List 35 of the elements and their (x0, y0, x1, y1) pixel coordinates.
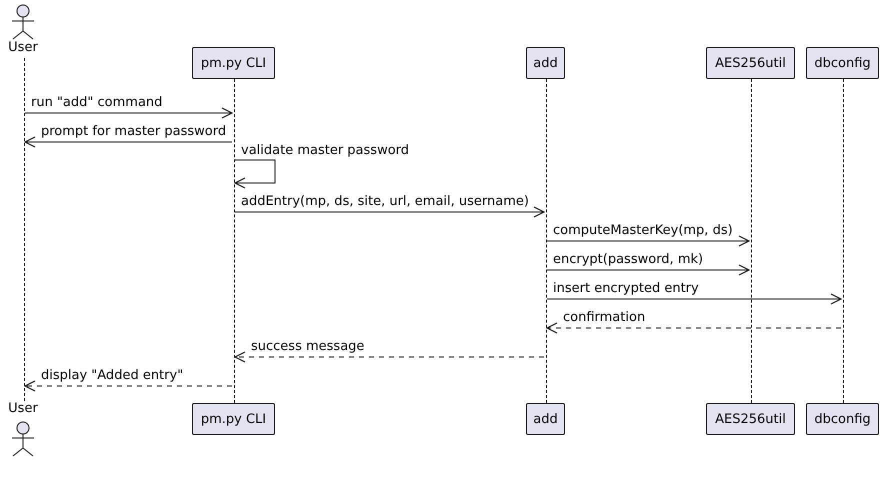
participant-box: dbconfig (806, 403, 879, 435)
participant-box: add (526, 47, 565, 79)
lifeline (24, 58, 25, 401)
message-arrow (234, 160, 276, 189)
message-label: display "Added entry" (41, 368, 184, 383)
actor-label: User (7, 40, 39, 55)
message-arrow (234, 206, 545, 218)
message-arrow (546, 235, 750, 247)
participant-box: pm.py CLI (192, 403, 275, 435)
message-arrow (24, 107, 233, 119)
participant-box: AES256util (706, 403, 795, 435)
message-label: computeMasterKey(mp, ds) (553, 223, 733, 238)
message-label: addEntry(mp, ds, site, url, email, username) (241, 194, 529, 209)
message-label: prompt for master password (41, 124, 226, 139)
message-arrow (546, 264, 750, 276)
participant-box: AES256util (706, 47, 795, 79)
message-label: run "add" command (31, 95, 162, 110)
participant-box: dbconfig (806, 47, 879, 79)
lifeline (751, 79, 752, 403)
message-arrow (24, 380, 232, 392)
message-arrow (546, 293, 842, 305)
actor-label: User (7, 401, 39, 416)
message-arrow (234, 351, 544, 363)
lifeline (546, 79, 547, 403)
message-arrow (24, 136, 232, 148)
message-arrow (546, 322, 842, 334)
message-label: encrypt(password, mk) (553, 252, 704, 267)
participant-box: add (526, 403, 565, 435)
message-label: insert encrypted entry (553, 281, 699, 296)
lifeline (843, 79, 844, 403)
message-label: success message (251, 339, 364, 354)
lifeline (234, 79, 235, 403)
message-label: confirmation (563, 310, 646, 325)
message-label: validate master password (241, 143, 410, 158)
participant-box: pm.py CLI (192, 47, 275, 79)
